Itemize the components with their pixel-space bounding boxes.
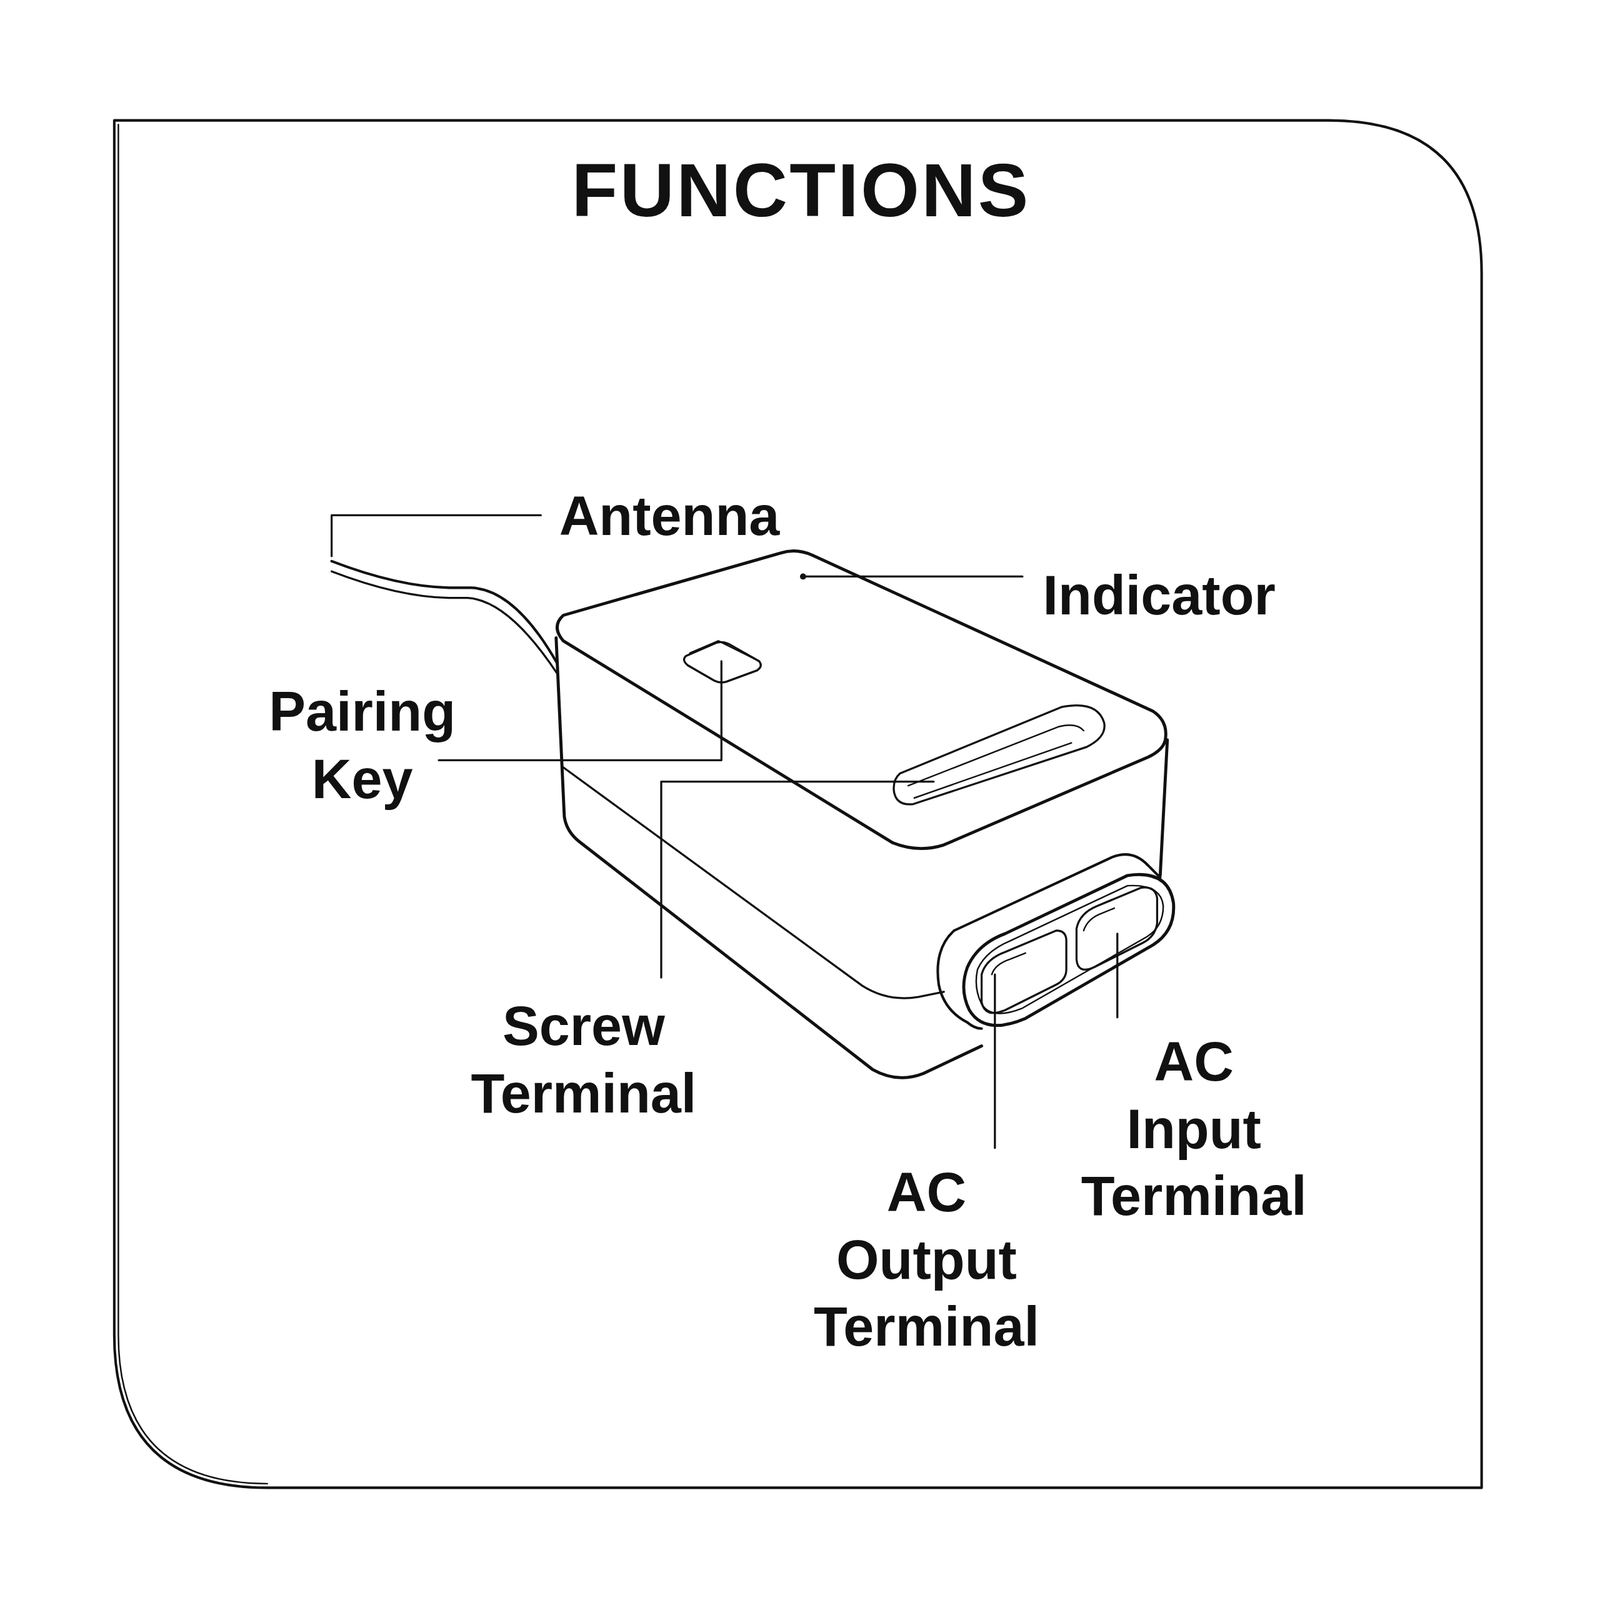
screw-terminal-slot-inner	[908, 725, 1084, 798]
part-label: Screw Terminal	[470, 991, 697, 1127]
ac-output-socket-inner	[991, 953, 1026, 975]
leader-line	[438, 661, 722, 760]
diagram-title: FUNCTIONS	[571, 146, 1031, 235]
pairing-key	[684, 641, 762, 683]
housing-edge	[563, 767, 944, 999]
leader-line	[803, 575, 1023, 578]
part-label: Pairing Key	[268, 677, 456, 813]
leader-line	[661, 781, 934, 978]
leader-line	[1116, 933, 1119, 1018]
screw-terminal-slot	[893, 705, 1105, 805]
pairing-key-edge	[690, 640, 755, 659]
frame-inner	[118, 124, 267, 1484]
socket-rim-inner	[976, 885, 1164, 1014]
leader-line	[331, 515, 542, 556]
frame	[114, 120, 1482, 1489]
part-label: Indicator	[1043, 561, 1276, 629]
leader-line	[993, 974, 996, 1149]
part-label: AC Output Terminal	[813, 1158, 1040, 1360]
antenna-wire	[331, 561, 558, 664]
part-label: AC Input Terminal	[1081, 1027, 1307, 1230]
part-label: Antenna	[559, 481, 780, 550]
ac-input-socket-inner	[1083, 908, 1115, 931]
housing-side-right	[1160, 740, 1167, 876]
socket-body	[937, 854, 1160, 1029]
antenna-wire	[331, 571, 558, 674]
